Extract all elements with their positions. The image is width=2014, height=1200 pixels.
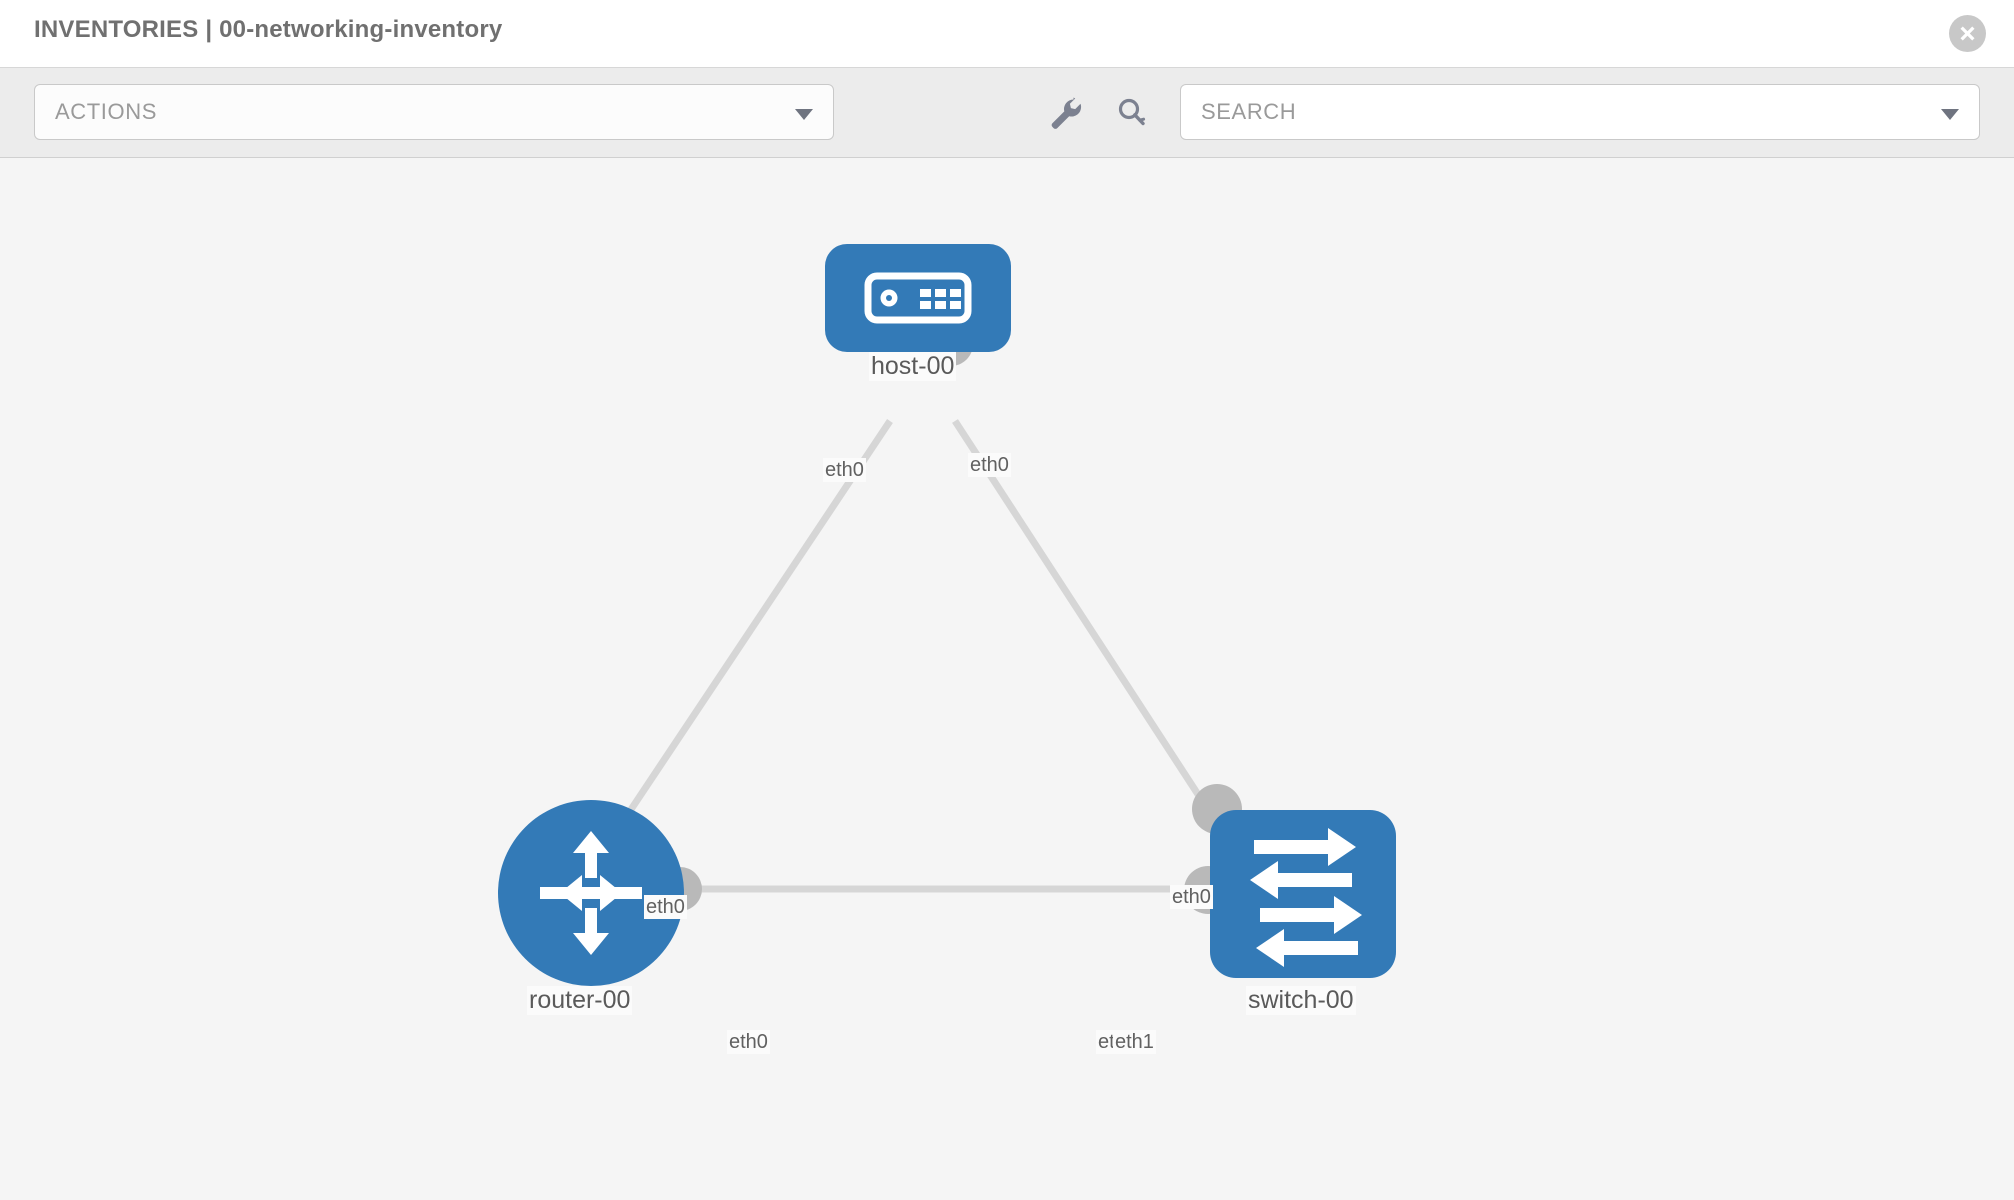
topology-toolbar: ACTIONS SEARCH: [0, 68, 2014, 158]
interface-label-switch-left: eth1: [1113, 1030, 1156, 1054]
node-label-switch-00: switch-00: [1246, 986, 1356, 1015]
interface-label-router-right: eth0: [727, 1030, 770, 1054]
key-search-icon[interactable]: [1112, 94, 1150, 132]
wrench-icon[interactable]: [1046, 94, 1084, 132]
page-header: INVENTORIES | 00-networking-inventory: [0, 0, 2014, 68]
page-title: INVENTORIES | 00-networking-inventory: [34, 16, 503, 43]
chevron-down-icon: [795, 109, 813, 120]
server-icon: [825, 244, 1011, 352]
interface-label-switch-up: eth0: [1170, 885, 1213, 909]
interface-label-host-left: eth0: [823, 458, 866, 482]
actions-dropdown[interactable]: ACTIONS: [34, 84, 834, 140]
search-input[interactable]: SEARCH: [1180, 84, 1980, 140]
router-arrows-icon: [498, 800, 684, 986]
actions-dropdown-label: ACTIONS: [55, 99, 157, 124]
node-label-host-00: host-00: [869, 352, 957, 381]
interface-label-router-up: eth0: [644, 895, 687, 919]
topology-links: [595, 419, 1243, 893]
chevron-down-icon[interactable]: [1941, 109, 1959, 120]
search-placeholder: SEARCH: [1201, 99, 1297, 124]
close-icon[interactable]: [1949, 15, 1986, 52]
node-label-router-00: router-00: [527, 986, 633, 1015]
topology-canvas[interactable]: host-00 eth0 eth0: [0, 159, 2014, 1200]
interface-label-host-right: eth0: [968, 453, 1011, 477]
switch-arrows-icon: [1210, 810, 1396, 978]
